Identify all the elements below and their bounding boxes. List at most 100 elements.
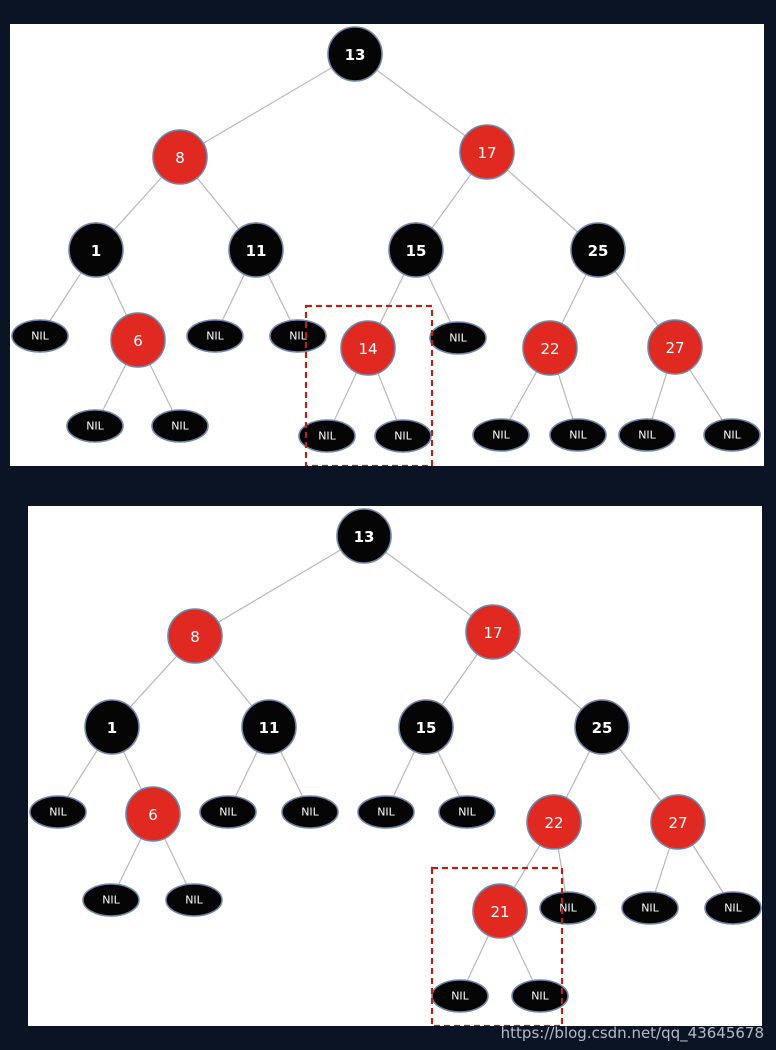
node-circle: [327, 26, 383, 82]
nil-leaf-shape: [549, 418, 607, 452]
node-label: NIL: [377, 806, 395, 819]
nil-leaf-shape: [703, 418, 761, 452]
red-node: 22: [522, 320, 578, 376]
node-circle: [152, 129, 208, 185]
node-label: NIL: [449, 332, 467, 345]
node-label: NIL: [638, 429, 656, 442]
node-label: NIL: [492, 429, 510, 442]
node-label: 11: [259, 719, 280, 737]
node-circle: [110, 312, 166, 368]
node-label: 17: [477, 144, 496, 162]
highlight-box: [430, 866, 564, 1026]
node-label: 14: [358, 340, 377, 358]
node-label: 15: [416, 719, 437, 737]
black-node: 13: [327, 26, 383, 82]
nil-leaf-node: NIL: [298, 419, 356, 453]
node-circle: [465, 604, 521, 660]
red-node: 21: [472, 883, 528, 939]
node-label: NIL: [569, 429, 587, 442]
node-label: 25: [588, 242, 609, 260]
nil-leaf-node: NIL: [151, 409, 209, 443]
nil-leaf-node: NIL: [281, 795, 339, 829]
nil-leaf-shape: [269, 319, 327, 353]
nil-leaf-shape: [11, 319, 69, 353]
red-node: 14: [340, 320, 396, 376]
nil-leaf-node: NIL: [269, 319, 327, 353]
node-label: 22: [540, 340, 559, 358]
black-node: 13: [336, 508, 392, 564]
node-label: NIL: [31, 330, 49, 343]
node-label: NIL: [301, 806, 319, 819]
nil-leaf-node: NIL: [438, 795, 496, 829]
node-label: NIL: [458, 806, 476, 819]
black-node: 11: [228, 222, 284, 278]
nil-leaf-shape: [539, 891, 597, 925]
nil-leaf-shape: [66, 409, 124, 443]
node-circle: [526, 794, 582, 850]
node-label: NIL: [318, 430, 336, 443]
node-label: 27: [668, 814, 687, 832]
nil-leaf-shape: [199, 795, 257, 829]
node-label: NIL: [531, 990, 549, 1003]
red-node: 6: [125, 786, 181, 842]
node-label: NIL: [86, 420, 104, 433]
red-node: 17: [459, 124, 515, 180]
node-label: 25: [592, 719, 613, 737]
red-node: 8: [152, 129, 208, 185]
node-label: 6: [133, 332, 143, 350]
nil-leaf-node: NIL: [704, 891, 762, 925]
node-circle: [647, 319, 703, 375]
node-circle: [472, 883, 528, 939]
nil-leaf-node: NIL: [431, 979, 489, 1013]
nil-leaf-node: NIL: [703, 418, 761, 452]
node-circle: [68, 222, 124, 278]
nil-leaf-shape: [186, 319, 244, 353]
nil-leaf-shape: [151, 409, 209, 443]
highlight-box: [304, 304, 434, 466]
node-label: NIL: [171, 420, 189, 433]
watermark-url: https://blog.csdn.net/qq_43645678: [500, 1024, 764, 1042]
nil-leaf-node: NIL: [549, 418, 607, 452]
node-label: 8: [175, 149, 185, 167]
node-label: 22: [544, 814, 563, 832]
node-label: 13: [345, 46, 366, 64]
node-circle: [398, 699, 454, 755]
black-node: 25: [574, 699, 630, 755]
nil-leaf-shape: [472, 418, 530, 452]
nil-leaf-shape: [704, 891, 762, 925]
nil-leaf-node: NIL: [11, 319, 69, 353]
node-label: 6: [148, 806, 158, 824]
node-label: 13: [354, 528, 375, 546]
red-node: 8: [167, 608, 223, 664]
node-label: NIL: [185, 894, 203, 907]
nil-leaf-node: NIL: [539, 891, 597, 925]
nil-leaf-shape: [438, 795, 496, 829]
node-label: NIL: [49, 806, 67, 819]
nil-leaf-node: NIL: [374, 419, 432, 453]
red-node: 6: [110, 312, 166, 368]
nil-leaf-node: NIL: [66, 409, 124, 443]
red-node: 27: [647, 319, 703, 375]
nil-leaf-node: NIL: [82, 883, 140, 917]
nil-leaf-shape: [431, 979, 489, 1013]
node-circle: [167, 608, 223, 664]
node-label: NIL: [219, 806, 237, 819]
nil-leaf-node: NIL: [429, 321, 487, 355]
node-label: NIL: [641, 902, 659, 915]
nil-leaf-node: NIL: [199, 795, 257, 829]
black-node: 25: [570, 222, 626, 278]
node-label: 1: [91, 242, 101, 260]
node-circle: [241, 699, 297, 755]
black-node: 15: [398, 699, 454, 755]
node-label: 1: [107, 719, 117, 737]
node-label: 11: [246, 242, 267, 260]
node-circle: [650, 794, 706, 850]
tree-edge: [179, 53, 356, 158]
black-node: 1: [68, 222, 124, 278]
nil-leaf-node: NIL: [511, 979, 569, 1013]
black-node: 15: [388, 222, 444, 278]
node-label: NIL: [451, 990, 469, 1003]
node-label: 27: [665, 339, 684, 357]
